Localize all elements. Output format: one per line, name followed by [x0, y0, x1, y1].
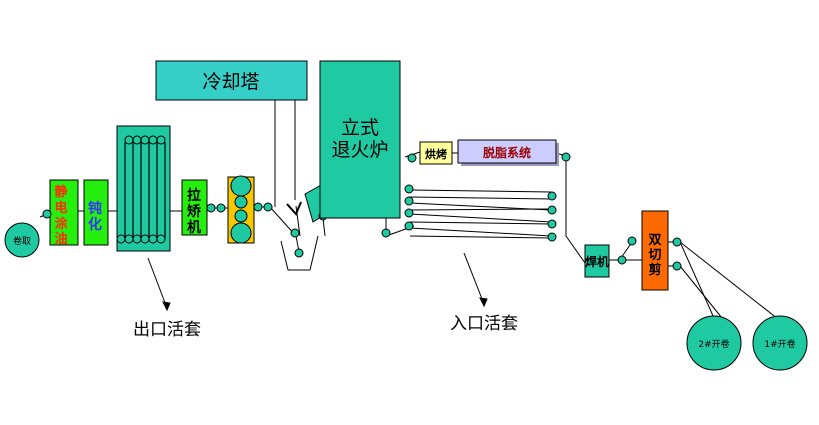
roller	[253, 202, 263, 212]
coiler-label: 卷取	[13, 235, 31, 247]
roller	[407, 153, 417, 163]
annealing-furnace-box	[319, 60, 401, 219]
degreasing-box	[457, 139, 557, 164]
entry-accumulator-label: 入口活套	[450, 314, 518, 334]
passivation-char-1: 钝	[88, 200, 102, 217]
degreasing-label: 脱脂系统	[483, 145, 531, 160]
uncoiler-2-label: 2#开卷	[698, 338, 729, 350]
entry-accumulator-loops	[409, 189, 552, 239]
double-shear-char-2: 切	[648, 248, 661, 263]
roller	[672, 237, 682, 247]
uncoiler-1-circle	[752, 315, 808, 371]
exit-accumulator-rollers	[116, 135, 166, 244]
cooling-tower-label: 冷却塔	[202, 71, 259, 93]
uncoiler-1-label: 1#开卷	[764, 338, 795, 350]
roller	[290, 228, 300, 238]
welder-box	[584, 244, 610, 278]
cooling-tower-box	[155, 60, 308, 101]
double-shear-box	[641, 210, 669, 291]
roller	[294, 248, 304, 258]
coiler-circle	[4, 222, 40, 258]
exit-accumulator-label: 出口活套	[133, 320, 201, 340]
annotation-arrows	[147, 252, 488, 312]
roller	[206, 203, 216, 213]
uncoiler-2-circle	[686, 315, 742, 371]
roller	[627, 236, 637, 246]
roller	[672, 261, 682, 271]
electrostatic-oiler-char-1: 静	[54, 184, 67, 200]
tension-leveler-char-1: 拉	[187, 187, 201, 204]
roller	[263, 202, 273, 212]
roller	[617, 255, 627, 265]
electrostatic-oiler-char-3: 涂	[54, 216, 68, 232]
tension-leveler-char-2: 矫	[187, 203, 201, 220]
double-shear-char-1: 双	[648, 233, 661, 248]
passivation-box	[83, 179, 109, 246]
entry-accumulator-rollers	[404, 184, 557, 242]
annealing-furnace-label-line2: 退火炉	[331, 139, 388, 161]
baking-label: 烘烤	[425, 147, 447, 161]
roll-stand-rolls	[230, 175, 252, 244]
electrostatic-oiler-char-4: 油	[54, 231, 67, 247]
electrostatic-oiler-char-2: 电	[54, 200, 67, 216]
tension-leveler-box	[181, 179, 208, 236]
baking-box	[419, 141, 453, 165]
annealing-furnace-label-line1: 立式	[341, 117, 379, 139]
passivation-char-2: 化	[88, 216, 102, 233]
roller	[216, 203, 226, 213]
roller	[561, 152, 571, 162]
exit-accumulator-strands	[124, 142, 166, 238]
roller	[42, 209, 52, 219]
roller	[381, 228, 391, 238]
welder-label: 焊机	[585, 254, 609, 269]
double-shear-char-3: 剪	[648, 262, 661, 278]
exit-accumulator-tower	[116, 125, 171, 252]
electrostatic-oiler-box	[49, 179, 79, 246]
tension-leveler-char-3: 机	[187, 219, 201, 236]
